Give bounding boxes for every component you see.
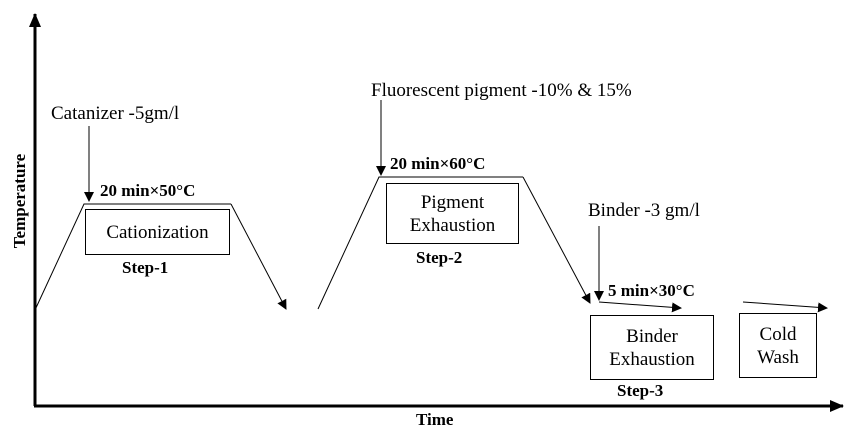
step2-process-line-2: Exhaustion xyxy=(409,214,496,236)
step3-step-label: Step-3 xyxy=(617,381,664,400)
step1-additive-label: Catanizer -5gm/l xyxy=(51,103,180,124)
step3-process-line-1: Binder xyxy=(626,325,678,347)
step2-temperature-profile xyxy=(317,176,523,310)
cold-wash-line-1: Cold xyxy=(759,323,797,345)
y-axis-label: Temperature xyxy=(10,153,29,249)
step1-process-line: Cationization xyxy=(106,221,209,243)
step1-condition-label: 20 min×50°C xyxy=(100,181,196,200)
x-axis-label: Time xyxy=(416,410,454,429)
step2-step-label: Step-2 xyxy=(416,248,463,267)
step3-process-box: Binder Exhaustion xyxy=(590,315,714,380)
cold-wash-box: Cold Wash xyxy=(739,313,817,378)
step2-process-line-1: Pigment xyxy=(420,191,485,213)
step1-step-label: Step-1 xyxy=(122,258,169,277)
step2-cooldown-arrow xyxy=(522,176,591,304)
step3-condition-label: 5 min×30°C xyxy=(608,281,695,300)
cold-wash-arrow xyxy=(742,301,828,313)
step3-process-line-2: Exhaustion xyxy=(609,348,695,370)
step2-additive-label: Fluorescent pigment -10% & 15% xyxy=(371,80,632,101)
step1-cooldown-arrow xyxy=(230,203,287,310)
step1-process-box: Cationization xyxy=(85,209,230,255)
step2-condition-label: 20 min×60°C xyxy=(390,154,486,173)
step1-temperature-profile xyxy=(34,203,231,311)
step2-process-box: Pigment Exhaustion xyxy=(386,183,519,244)
cold-wash-line-2: Wash xyxy=(757,346,799,368)
step3-hold-arrow xyxy=(598,301,682,313)
step3-additive-label: Binder -3 gm/l xyxy=(588,200,700,221)
